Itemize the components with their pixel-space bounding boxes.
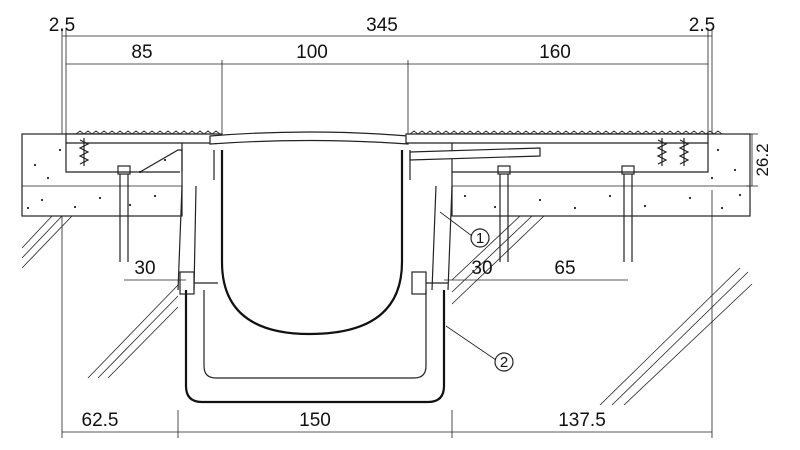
anchor-bolts (117, 165, 635, 262)
left-cover-plate (65, 130, 223, 173)
gutter-clamps (179, 271, 448, 295)
callout-2-label: 2 (500, 354, 508, 371)
dim-bottom-left: 62.5 (82, 410, 119, 431)
screws (78, 138, 690, 166)
center-cover-plate (209, 131, 409, 145)
dimension-lines (61, 28, 758, 438)
gutter-side-walls (177, 185, 453, 291)
concrete-stipple (26, 148, 742, 210)
right-slope-hatch (451, 215, 753, 406)
dim-top-left-gap: 2.5 (49, 15, 75, 36)
dim-top-right: 160 (539, 42, 571, 63)
outer-gutter (184, 290, 446, 404)
callout-1-circle (470, 228, 490, 248)
inner-membrane (213, 150, 411, 336)
dim-top-overall: 345 (366, 15, 398, 36)
dim-top-middle: 100 (296, 42, 328, 63)
dim-top-left: 85 (131, 42, 152, 63)
dim-anchor-spacing: 65 (554, 258, 575, 279)
right-slab (451, 133, 751, 217)
dim-right-height: 26.2 (753, 143, 772, 176)
dim-bottom-right: 137.5 (558, 410, 606, 431)
right-cover-plate (405, 130, 723, 173)
callout-leaders (439, 211, 497, 361)
dim-top-right-gap: 2.5 (689, 15, 715, 36)
dim-anchor-left: 30 (134, 258, 155, 279)
callout-2-circle (494, 352, 514, 372)
left-slab (21, 133, 183, 217)
dim-bottom-middle: 150 (299, 410, 331, 431)
left-slope-hatch (21, 215, 179, 379)
dim-anchor-right: 30 (471, 258, 492, 279)
callout-1-label: 1 (476, 230, 484, 247)
